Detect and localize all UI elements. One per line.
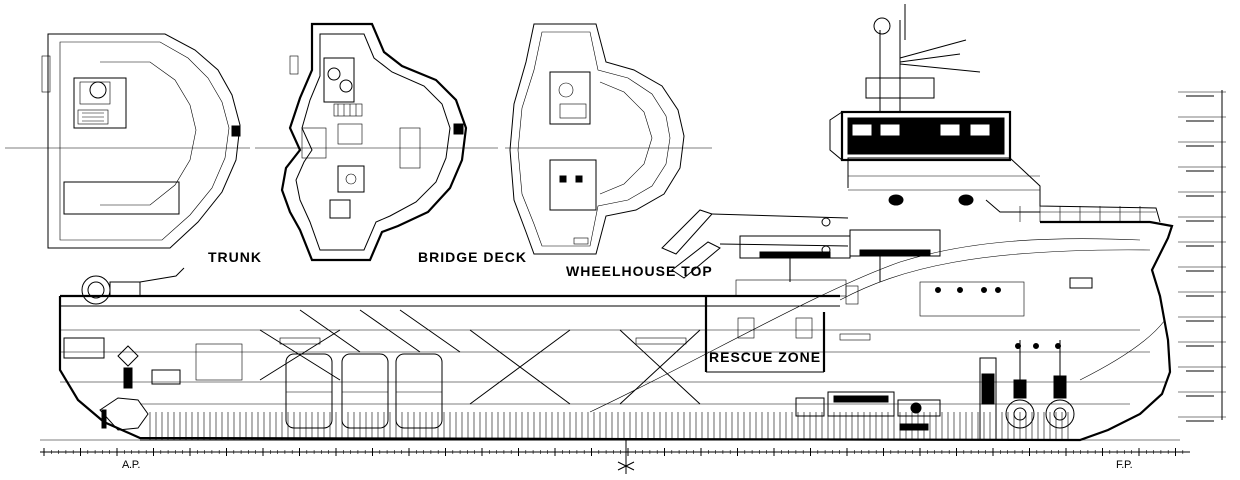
bridge-deck-plan: BRIDGE DECK xyxy=(255,22,527,265)
wheelhouse-top-plan: WHEELHOUSE TOP xyxy=(505,23,713,279)
profile-forward-machinery xyxy=(795,340,1075,441)
aft-perpendicular-label: A.P. xyxy=(122,459,140,471)
profile-hull: RESCUE ZONE xyxy=(40,220,1180,442)
superstructure xyxy=(829,4,1161,317)
trunk-label: TRUNK xyxy=(208,249,262,265)
cranes-and-rescue-boats xyxy=(661,209,941,297)
forward-perpendicular-label: F.P. xyxy=(1116,459,1133,471)
deck-height-scale xyxy=(1178,90,1226,422)
profile-aft-machinery xyxy=(63,267,243,431)
bridge-deck-label: BRIDGE DECK xyxy=(418,249,527,265)
trunk-plan: TRUNK xyxy=(5,33,262,265)
frame-scale: A.P. F.P. xyxy=(40,440,1190,474)
rescue-zone-label: RESCUE ZONE xyxy=(709,349,821,365)
keel-hatching xyxy=(149,412,1069,440)
wheelhouse-top-label: WHEELHOUSE TOP xyxy=(566,263,713,279)
